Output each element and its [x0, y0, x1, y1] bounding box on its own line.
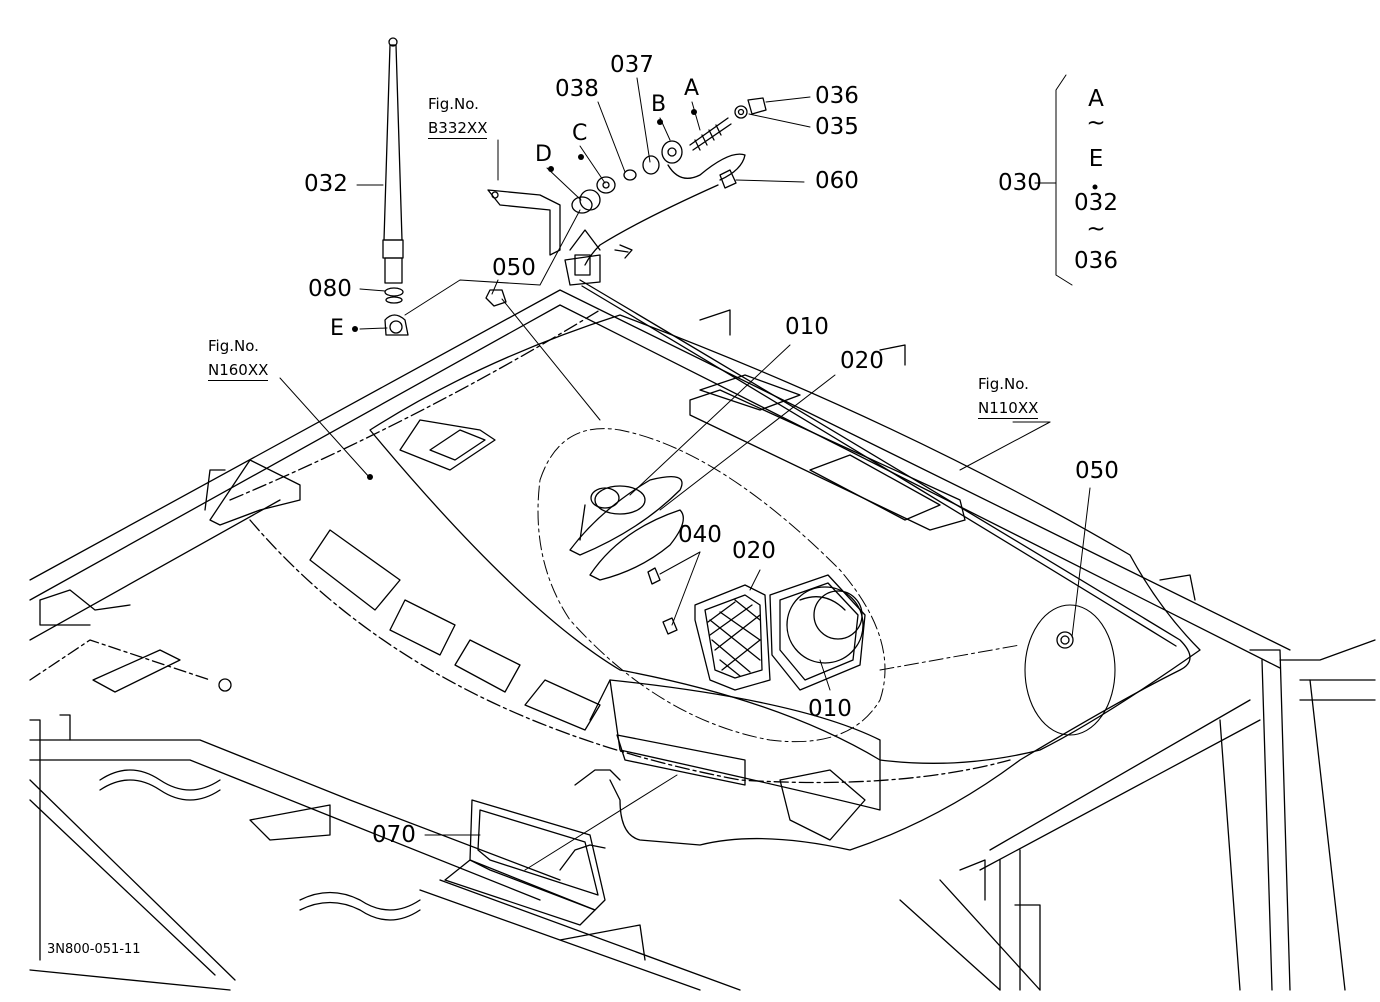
callout-E: E — [330, 316, 344, 341]
drawing-code: 3N800-051-11 — [47, 942, 141, 957]
fig-ref-label: Fig.No. — [428, 95, 479, 113]
leader-lines — [279, 74, 1091, 871]
range-to-number: 036 — [1074, 248, 1118, 274]
fig-ref-label: Fig.No. — [208, 337, 259, 355]
callout-020-top: 020 — [840, 348, 884, 374]
fig-ref-code: B332XX — [428, 119, 488, 139]
panel-070 — [444, 769, 621, 926]
callout-070: 070 — [372, 822, 416, 848]
fig-ref-n110xx: Fig.No. N110XX — [978, 372, 1039, 420]
callout-035: 035 — [815, 114, 859, 140]
callout-032: 032 — [304, 171, 348, 197]
antenna-cable — [584, 153, 746, 266]
callout-038: 038 — [555, 76, 599, 102]
callout-dots — [352, 109, 1098, 480]
range-tilde-2: ~ — [1086, 216, 1106, 242]
callout-D: D — [535, 142, 552, 167]
fig-ref-b332xx: Fig.No. B332XX — [428, 92, 488, 140]
antenna-washers — [571, 97, 767, 214]
grille-right — [694, 584, 771, 691]
range-from-number: 032 — [1074, 190, 1118, 216]
callout-B: B — [651, 92, 667, 117]
grille-left — [589, 509, 684, 581]
callout-A: A — [684, 76, 700, 101]
callout-C: C — [572, 121, 588, 146]
range-from-letter: A — [1088, 86, 1104, 112]
callout-060: 060 — [815, 168, 859, 194]
callout-010-bottom: 010 — [808, 696, 852, 722]
callout-036: 036 — [815, 83, 859, 109]
callout-037: 037 — [610, 52, 654, 78]
fig-ref-label: Fig.No. — [978, 375, 1029, 393]
range-tilde-1: ~ — [1086, 110, 1106, 136]
callout-050-right: 050 — [1075, 458, 1119, 484]
callout-040: 040 — [678, 522, 722, 548]
callout-010-top: 010 — [785, 314, 829, 340]
range-to-letter: E — [1088, 146, 1104, 172]
screws — [485, 289, 1074, 649]
cab-frame — [29, 289, 1376, 991]
fig-ref-n160xx: Fig.No. N160XX — [208, 334, 269, 382]
callout-080: 080 — [308, 276, 352, 302]
fig-ref-code: N160XX — [208, 361, 269, 381]
callout-030: 030 — [998, 170, 1042, 196]
speaker-right — [769, 574, 866, 691]
roof-panel — [229, 279, 1201, 851]
antenna-bracket — [487, 189, 633, 286]
callout-020-bottom: 020 — [732, 538, 776, 564]
fig-ref-code: N110XX — [978, 399, 1039, 419]
callout-050-top: 050 — [492, 255, 536, 281]
speaker-left — [569, 476, 683, 556]
antenna-rod — [382, 37, 409, 336]
